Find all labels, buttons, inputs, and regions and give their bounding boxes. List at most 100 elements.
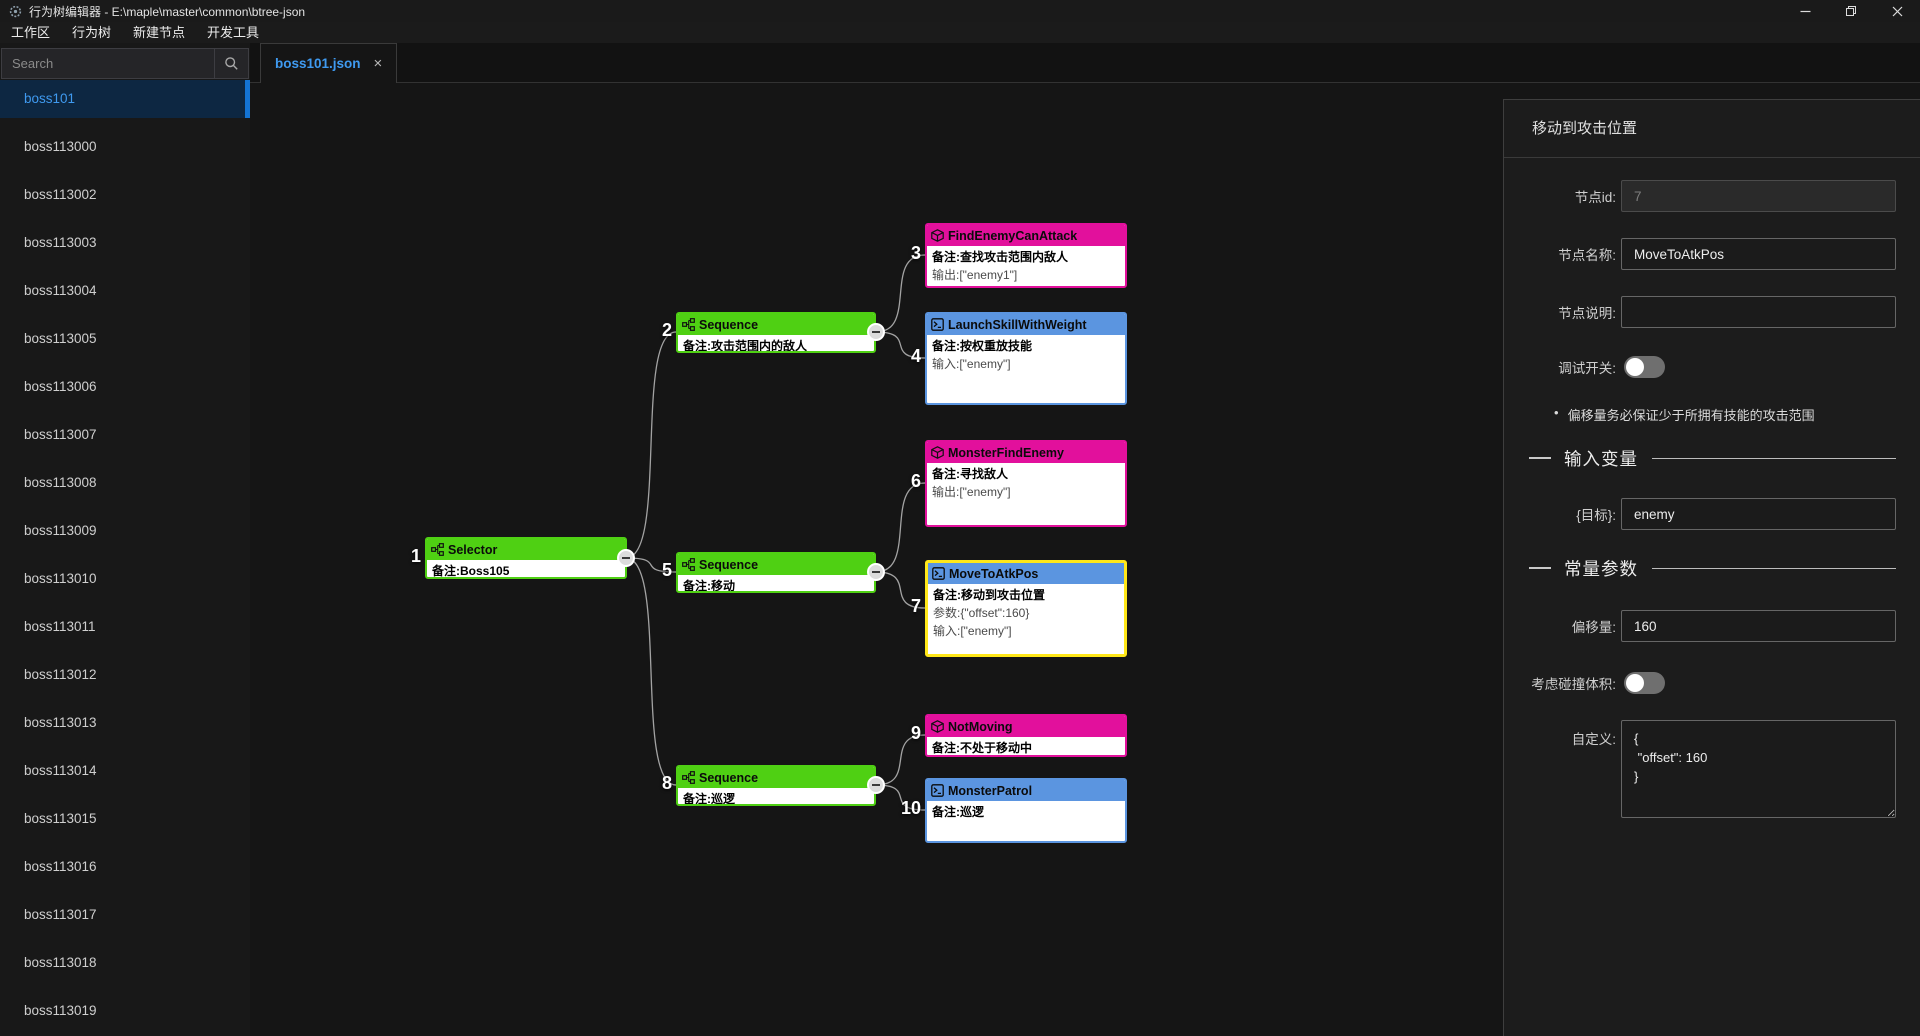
- offset-hint: • 偏移量务必保证少于所拥有技能的攻击范围: [1554, 405, 1896, 424]
- section-dash-icon: [1529, 457, 1551, 459]
- node-row: 备注:巡逻: [932, 805, 984, 819]
- action-icon: [931, 784, 944, 797]
- sidebar-item[interactable]: boss113007: [24, 427, 97, 442]
- target-field[interactable]: [1621, 498, 1896, 530]
- debug-toggle-label: 调试开关:: [1558, 361, 1616, 376]
- collapse-button[interactable]: [867, 563, 885, 581]
- section-title: 输入变量: [1564, 448, 1638, 469]
- node-row: 参数:{"offset":160}: [933, 606, 1030, 620]
- sidebar-item[interactable]: boss113010: [24, 571, 97, 586]
- composite-icon: [431, 543, 444, 556]
- search-icon: [225, 57, 238, 70]
- sidebar-item[interactable]: boss113003: [24, 235, 97, 250]
- sidebar-item[interactable]: boss113014: [24, 763, 97, 778]
- sidebar-item[interactable]: boss113006: [24, 379, 97, 394]
- target-field-label: {目标}:: [1576, 508, 1616, 523]
- condition-icon: [931, 720, 944, 733]
- custom-json-field[interactable]: { "offset": 160 }: [1621, 720, 1896, 818]
- section-rule: [1652, 567, 1896, 569]
- panel-title: 移动到攻击位置: [1504, 100, 1920, 158]
- offset-field-label: 偏移量:: [1571, 620, 1616, 635]
- sidebar-item[interactable]: boss113019: [24, 1003, 97, 1018]
- tree-node-sequence-attack[interactable]: Sequence 备注:攻击范围内的敌人: [676, 312, 876, 353]
- sidebar-item[interactable]: boss113004: [24, 283, 97, 298]
- collapse-button[interactable]: [867, 776, 885, 794]
- node-row: 备注:移动: [683, 579, 735, 593]
- sidebar-item[interactable]: boss113005: [24, 331, 97, 346]
- node-title: NotMoving: [948, 719, 1013, 734]
- node-title: FindEnemyCanAttack: [948, 228, 1078, 243]
- sidebar-item[interactable]: boss113000: [24, 139, 97, 154]
- node-row: 备注:移动到攻击位置: [933, 588, 1045, 602]
- node-title: Selector: [448, 542, 498, 557]
- node-desc-field[interactable]: [1621, 296, 1896, 328]
- node-id-label: 10: [900, 798, 921, 818]
- sidebar-item[interactable]: boss113018: [24, 955, 97, 970]
- restore-button[interactable]: [1828, 0, 1874, 22]
- section-rule: [1652, 457, 1896, 459]
- bullet-icon: •: [1554, 405, 1559, 420]
- sidebar-item[interactable]: boss113009: [24, 523, 97, 538]
- tab-boss101-json[interactable]: boss101.json ×: [260, 43, 398, 83]
- tree-node-selector[interactable]: Selector 备注:Boss105: [425, 537, 627, 579]
- tree-edges: [625, 254, 926, 811]
- close-icon: [1892, 6, 1902, 16]
- custom-field-label: 自定义:: [1571, 732, 1616, 747]
- node-id-field: [1621, 180, 1896, 212]
- node-title: Sequence: [699, 770, 759, 785]
- menubar: 工作区 行为树 新建节点 开发工具: [0, 22, 1920, 43]
- close-button[interactable]: [1874, 0, 1920, 22]
- menu-behavior-tree[interactable]: 行为树: [72, 25, 112, 40]
- tree-node-movetoatkpos[interactable]: MoveToAtkPos 备注:移动到攻击位置 参数:{"offset":160…: [925, 560, 1127, 657]
- debug-toggle[interactable]: [1624, 356, 1665, 378]
- node-id-label: 4: [910, 346, 921, 366]
- collapse-button[interactable]: [617, 549, 635, 567]
- node-id-label: 8: [661, 773, 672, 793]
- search-button[interactable]: [214, 49, 248, 78]
- tree-node-sequence-patrol[interactable]: Sequence 备注:巡逻: [676, 765, 876, 806]
- node-row: 备注:按权重放技能: [932, 339, 1032, 353]
- menu-workspace[interactable]: 工作区: [11, 25, 51, 40]
- sidebar-item[interactable]: boss113008: [24, 475, 97, 490]
- sidebar-item[interactable]: boss113017: [24, 907, 97, 922]
- node-row: 备注:攻击范围内的敌人: [683, 339, 807, 353]
- collapse-button[interactable]: [867, 323, 885, 341]
- tree-node-sequence-move[interactable]: Sequence 备注:移动: [676, 552, 876, 593]
- node-desc-field-label: 节点说明:: [1558, 306, 1616, 321]
- section-input-vars: 输入变量: [1504, 444, 1896, 472]
- sidebar-item[interactable]: boss113015: [24, 811, 97, 826]
- restore-icon: [1846, 6, 1856, 16]
- node-title: MonsterPatrol: [948, 783, 1033, 798]
- tree-node-findenemycanattack[interactable]: FindEnemyCanAttack 备注:查找攻击范围内敌人 输出:["ene…: [925, 223, 1127, 288]
- offset-field[interactable]: [1621, 610, 1896, 642]
- window-controls: [1782, 0, 1920, 22]
- sidebar-item[interactable]: boss113002: [24, 187, 97, 202]
- titlebar: 行为树编辑器 - E:\maple\master\common\btree-js…: [0, 0, 1920, 22]
- sidebar-item[interactable]: boss113016: [24, 859, 97, 874]
- sidebar-item[interactable]: boss113013: [24, 715, 97, 730]
- node-id-field-label: 节点id:: [1574, 190, 1616, 205]
- tree-node-notmoving[interactable]: NotMoving 备注:不处于移动中: [925, 714, 1127, 757]
- action-icon: [931, 318, 944, 331]
- search-input[interactable]: [2, 49, 214, 78]
- file-list: boss101 boss113000 boss113002 boss113003…: [0, 80, 250, 1030]
- tree-node-launchskillwithweight[interactable]: LaunchSkillWithWeight 备注:按权重放技能 输入:["ene…: [925, 312, 1127, 405]
- collision-toggle[interactable]: [1624, 672, 1665, 694]
- sidebar-item-boss101[interactable]: boss101: [0, 80, 250, 118]
- node-name-field[interactable]: [1621, 238, 1896, 270]
- action-icon: [932, 567, 945, 580]
- node-id-label: 9: [910, 723, 921, 743]
- node-row: 备注:Boss105: [432, 564, 510, 578]
- sidebar-item[interactable]: boss113012: [24, 667, 97, 682]
- sidebar-item[interactable]: boss113011: [24, 619, 96, 634]
- condition-icon: [931, 229, 944, 242]
- tree-node-monsterfindenemy[interactable]: MonsterFindEnemy 备注:寻找敌人 输出:["enemy"]: [925, 440, 1127, 527]
- menu-new-node[interactable]: 新建节点: [133, 25, 186, 40]
- node-row: 输入:["enemy"]: [932, 357, 1011, 371]
- tab-close-icon[interactable]: ×: [373, 55, 383, 72]
- section-title: 常量参数: [1564, 558, 1638, 579]
- tree-node-monsterpatrol[interactable]: MonsterPatrol 备注:巡逻: [925, 778, 1127, 843]
- menu-dev-tools[interactable]: 开发工具: [207, 25, 260, 40]
- minimize-button[interactable]: [1782, 0, 1828, 22]
